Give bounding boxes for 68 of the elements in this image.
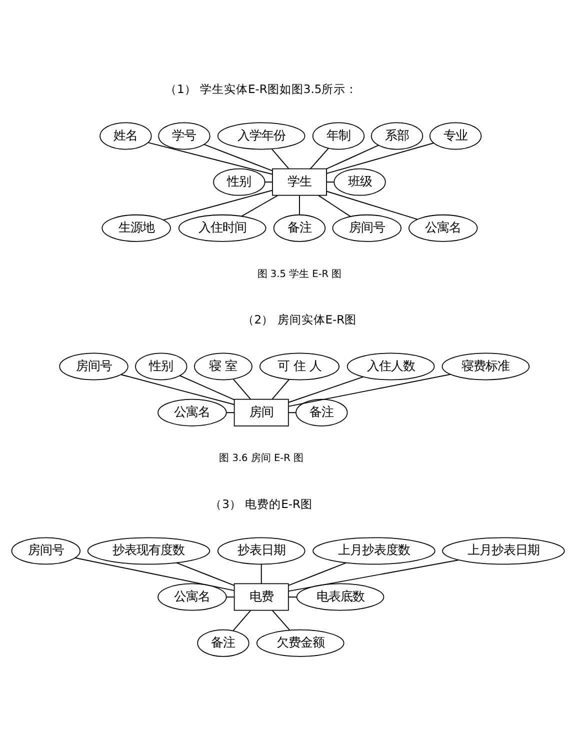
connector xyxy=(264,182,273,183)
connector xyxy=(148,142,273,175)
node-ellipse: 公寓名 xyxy=(408,214,478,242)
node-box: 电费 xyxy=(234,583,289,611)
node-ellipse: 专业 xyxy=(429,122,482,150)
connector xyxy=(288,596,298,598)
connector xyxy=(271,148,290,169)
connector xyxy=(162,190,273,220)
node-ellipse: 备注 xyxy=(296,398,348,426)
node-box: 房间 xyxy=(234,398,289,426)
node-ellipse: 性别 xyxy=(135,352,188,380)
connector xyxy=(310,148,329,170)
node-ellipse: 房间号 xyxy=(332,214,402,242)
node-ellipse: 公寓名 xyxy=(158,398,227,426)
node-ellipse: 抄表日期 xyxy=(217,537,306,565)
node-ellipse: 电表底数 xyxy=(296,583,384,611)
node-ellipse: 房间号 xyxy=(59,352,128,380)
node-ellipse: 入学年份 xyxy=(217,122,306,150)
label: （2） 房间实体E-R图 xyxy=(242,312,357,326)
connector xyxy=(288,412,296,414)
connector xyxy=(232,610,252,632)
connector xyxy=(318,195,351,217)
connector xyxy=(288,374,451,407)
node-ellipse: 房间号 xyxy=(11,537,80,565)
node-ellipse: 可 住 人 xyxy=(259,352,340,380)
label: 图 3.6 房间 E-R 图 xyxy=(219,453,304,464)
node-ellipse: 公寓名 xyxy=(158,583,227,611)
node-ellipse: 欠费金额 xyxy=(256,629,344,657)
connector xyxy=(272,610,290,631)
node-ellipse: 备注 xyxy=(197,629,250,657)
connector xyxy=(226,412,235,414)
node-ellipse: 姓名 xyxy=(100,122,152,150)
connector xyxy=(226,596,235,598)
connector xyxy=(179,375,235,400)
node-ellipse: 系部 xyxy=(370,122,424,150)
connector xyxy=(204,144,273,172)
node-ellipse: 备注 xyxy=(273,214,326,242)
node-ellipse: 寝 室 xyxy=(194,352,252,380)
connector xyxy=(299,195,300,216)
node-ellipse: 学号 xyxy=(158,122,210,150)
node-box: 学生 xyxy=(272,168,327,196)
connector xyxy=(120,374,235,405)
node-ellipse: 性别 xyxy=(213,168,266,196)
node-ellipse: 抄表现有度数 xyxy=(87,537,210,565)
connector xyxy=(326,144,380,170)
connector xyxy=(272,379,290,400)
node-ellipse: 上月抄表日期 xyxy=(442,537,565,565)
connector xyxy=(74,557,235,592)
connector xyxy=(326,182,335,183)
label: 图 3.5 学生 E-R 图 xyxy=(257,268,342,280)
node-ellipse: 入住时间 xyxy=(178,214,266,242)
connector xyxy=(326,142,434,174)
connector xyxy=(232,378,251,400)
connector xyxy=(288,376,364,403)
node-ellipse: 班级 xyxy=(334,168,386,196)
connector xyxy=(241,195,278,217)
connector xyxy=(288,560,460,592)
connector xyxy=(288,562,347,586)
label: （3） 电费的E-R图 xyxy=(210,496,313,511)
node-ellipse: 年制 xyxy=(312,122,365,150)
node-ellipse: 生源地 xyxy=(102,214,171,242)
node-ellipse: 入住人数 xyxy=(346,352,435,380)
connector xyxy=(176,562,235,586)
node-ellipse: 寝费标准 xyxy=(442,352,530,380)
label: （1） 学生实体E-R图如图3.5所示： xyxy=(164,82,358,96)
connector xyxy=(326,190,418,220)
node-ellipse: 上月抄表度数 xyxy=(312,537,436,565)
connector xyxy=(260,564,262,584)
